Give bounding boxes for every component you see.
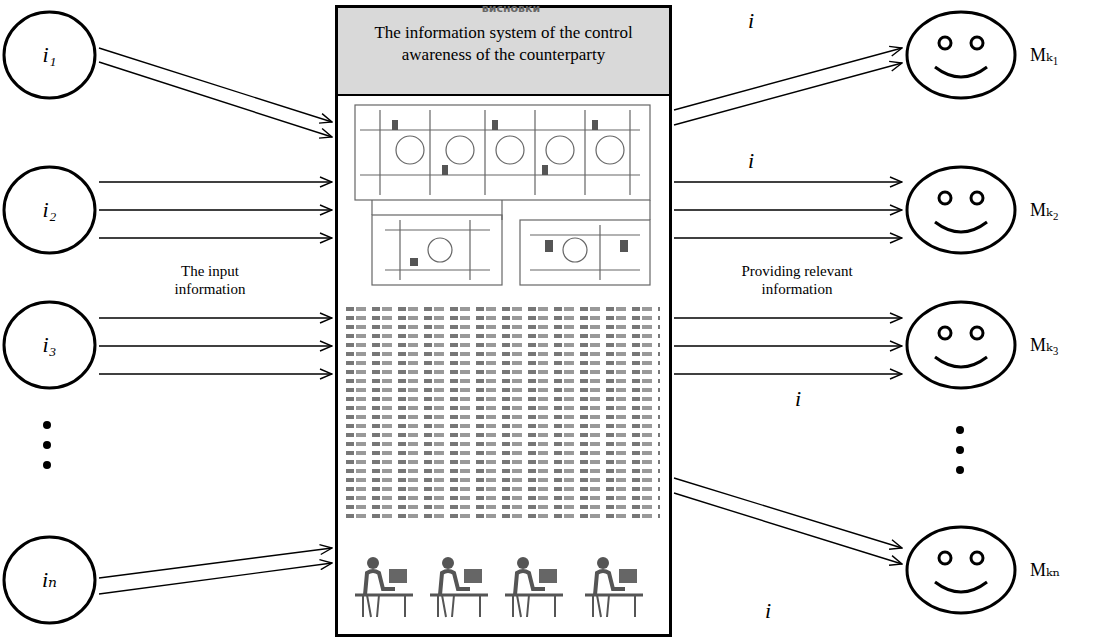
- input-caption: The input information: [150, 262, 270, 298]
- recipient-label: Mₖₙ: [1030, 559, 1060, 581]
- recipient-face: Mₖₙ: [905, 525, 1080, 615]
- arrow: [99, 548, 332, 578]
- arrow: [99, 237, 332, 238]
- edge-label: i: [745, 8, 757, 34]
- arrow: [674, 48, 902, 110]
- arrow: [674, 373, 902, 374]
- smiley-face: [905, 525, 1017, 615]
- arrow: [674, 493, 902, 564]
- recipient-face: Mₖ₃: [905, 300, 1080, 390]
- output-caption: Providing relevant information: [722, 262, 872, 298]
- arrow: [674, 478, 902, 548]
- edge-label: i: [792, 386, 804, 412]
- system-title: The information system of the control aw…: [348, 22, 659, 66]
- source-circle: i₁: [2, 10, 97, 100]
- arrow: [99, 181, 332, 182]
- arrow: [99, 209, 332, 210]
- arrow: [99, 62, 332, 137]
- source-circle: i₂: [2, 165, 97, 255]
- recipient-face: Mₖ₁: [905, 10, 1080, 100]
- source-circle: i₃: [2, 300, 97, 390]
- arrow: [99, 373, 332, 374]
- system-box: The information system of the control aw…: [335, 5, 672, 637]
- smiley-face: [905, 300, 1017, 390]
- source-circle: iₙ: [2, 535, 97, 625]
- arrow: [674, 181, 902, 182]
- recipient-label: Mₖ₃: [1030, 334, 1059, 356]
- arrow: [99, 563, 332, 594]
- source-label: i₂: [2, 165, 97, 255]
- arrow: [99, 317, 332, 318]
- source-label: i₃: [2, 300, 97, 390]
- arrow: [674, 209, 902, 210]
- arrow: [674, 345, 902, 346]
- recipient-face: Mₖ₂: [905, 165, 1080, 255]
- source-label: i₁: [2, 10, 97, 100]
- source-label: iₙ: [2, 535, 97, 625]
- arrow: [674, 237, 902, 238]
- recipient-label: Mₖ₁: [1030, 44, 1059, 66]
- edge-label: i: [762, 598, 774, 624]
- system-header: The information system of the control aw…: [338, 8, 669, 96]
- arrow: [674, 317, 902, 318]
- arrow: [674, 63, 902, 125]
- recipient-label: Mₖ₂: [1030, 199, 1059, 221]
- arrow: [99, 48, 332, 122]
- arrow: [99, 345, 332, 346]
- edge-label: i: [745, 148, 757, 174]
- smiley-face: [905, 165, 1017, 255]
- watermark: висновки: [466, 2, 556, 15]
- smiley-face: [905, 10, 1017, 100]
